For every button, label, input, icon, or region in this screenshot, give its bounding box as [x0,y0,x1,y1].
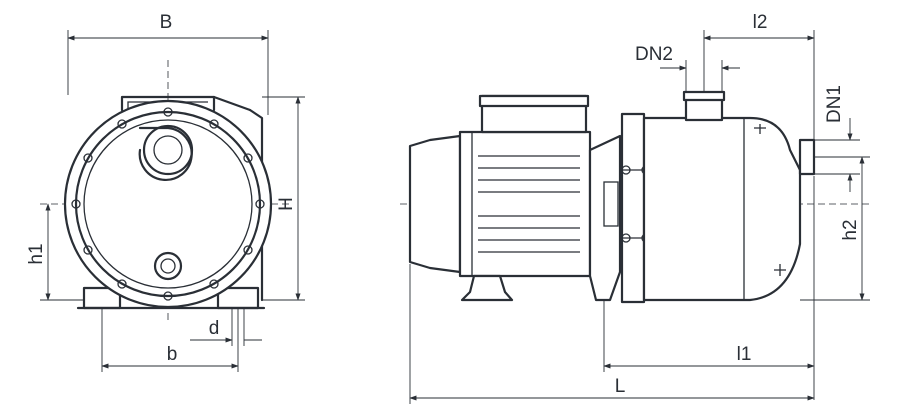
bolt-holes [71,107,265,301]
side-view [400,30,870,404]
cooling-fins [478,155,580,253]
dim-label-H: H [276,197,297,211]
dim-label-d: d [209,318,220,339]
dim-label-DN2: DN2 [635,44,673,65]
dim-label-h1: h1 [26,243,47,264]
dim-label-l2: l2 [753,12,768,33]
dim-label-L: L [615,376,626,397]
dim-label-DN1: DN1 [824,85,845,123]
dim-label-B: B [160,12,173,33]
dim-label-b: b [167,344,178,365]
front-view [40,30,305,372]
dim-label-l1: l1 [737,344,752,365]
dim-label-h2: h2 [840,219,861,240]
